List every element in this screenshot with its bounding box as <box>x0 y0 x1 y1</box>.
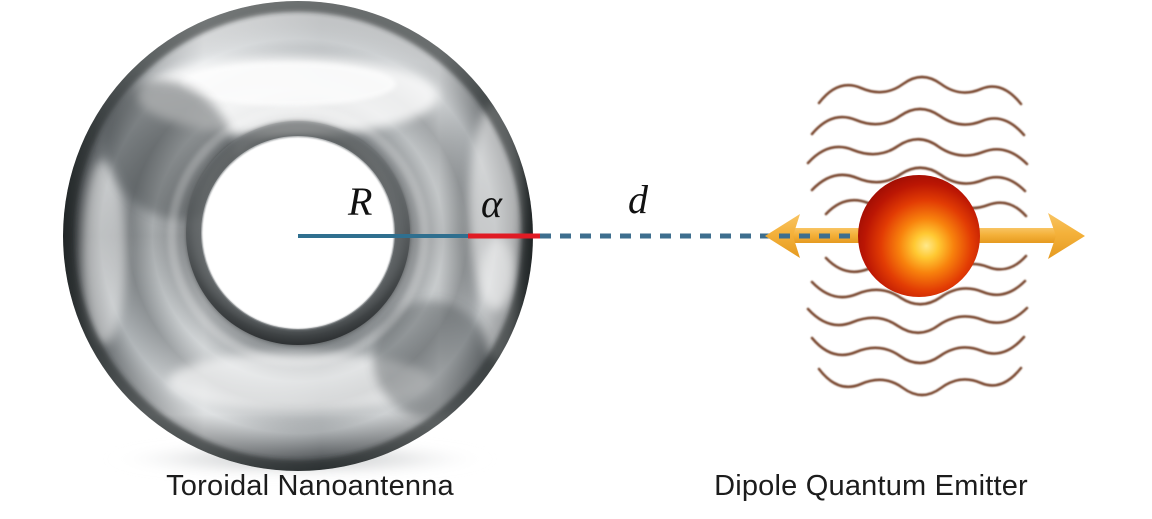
separation-d-label: d <box>628 177 648 222</box>
caption-toroidal-nanoantenna: Toroidal Nanoantenna <box>166 470 454 502</box>
sphere-icon <box>858 175 980 297</box>
torus-icon <box>58 0 538 478</box>
tube-radius-alpha-label: α <box>481 181 502 226</box>
radius-R-label: R <box>348 179 373 224</box>
caption-dipole-quantum-emitter: Dipole Quantum Emitter <box>714 470 1028 502</box>
wave-icon-top <box>806 75 1029 218</box>
dipole-quantum-emitter <box>765 75 1085 397</box>
